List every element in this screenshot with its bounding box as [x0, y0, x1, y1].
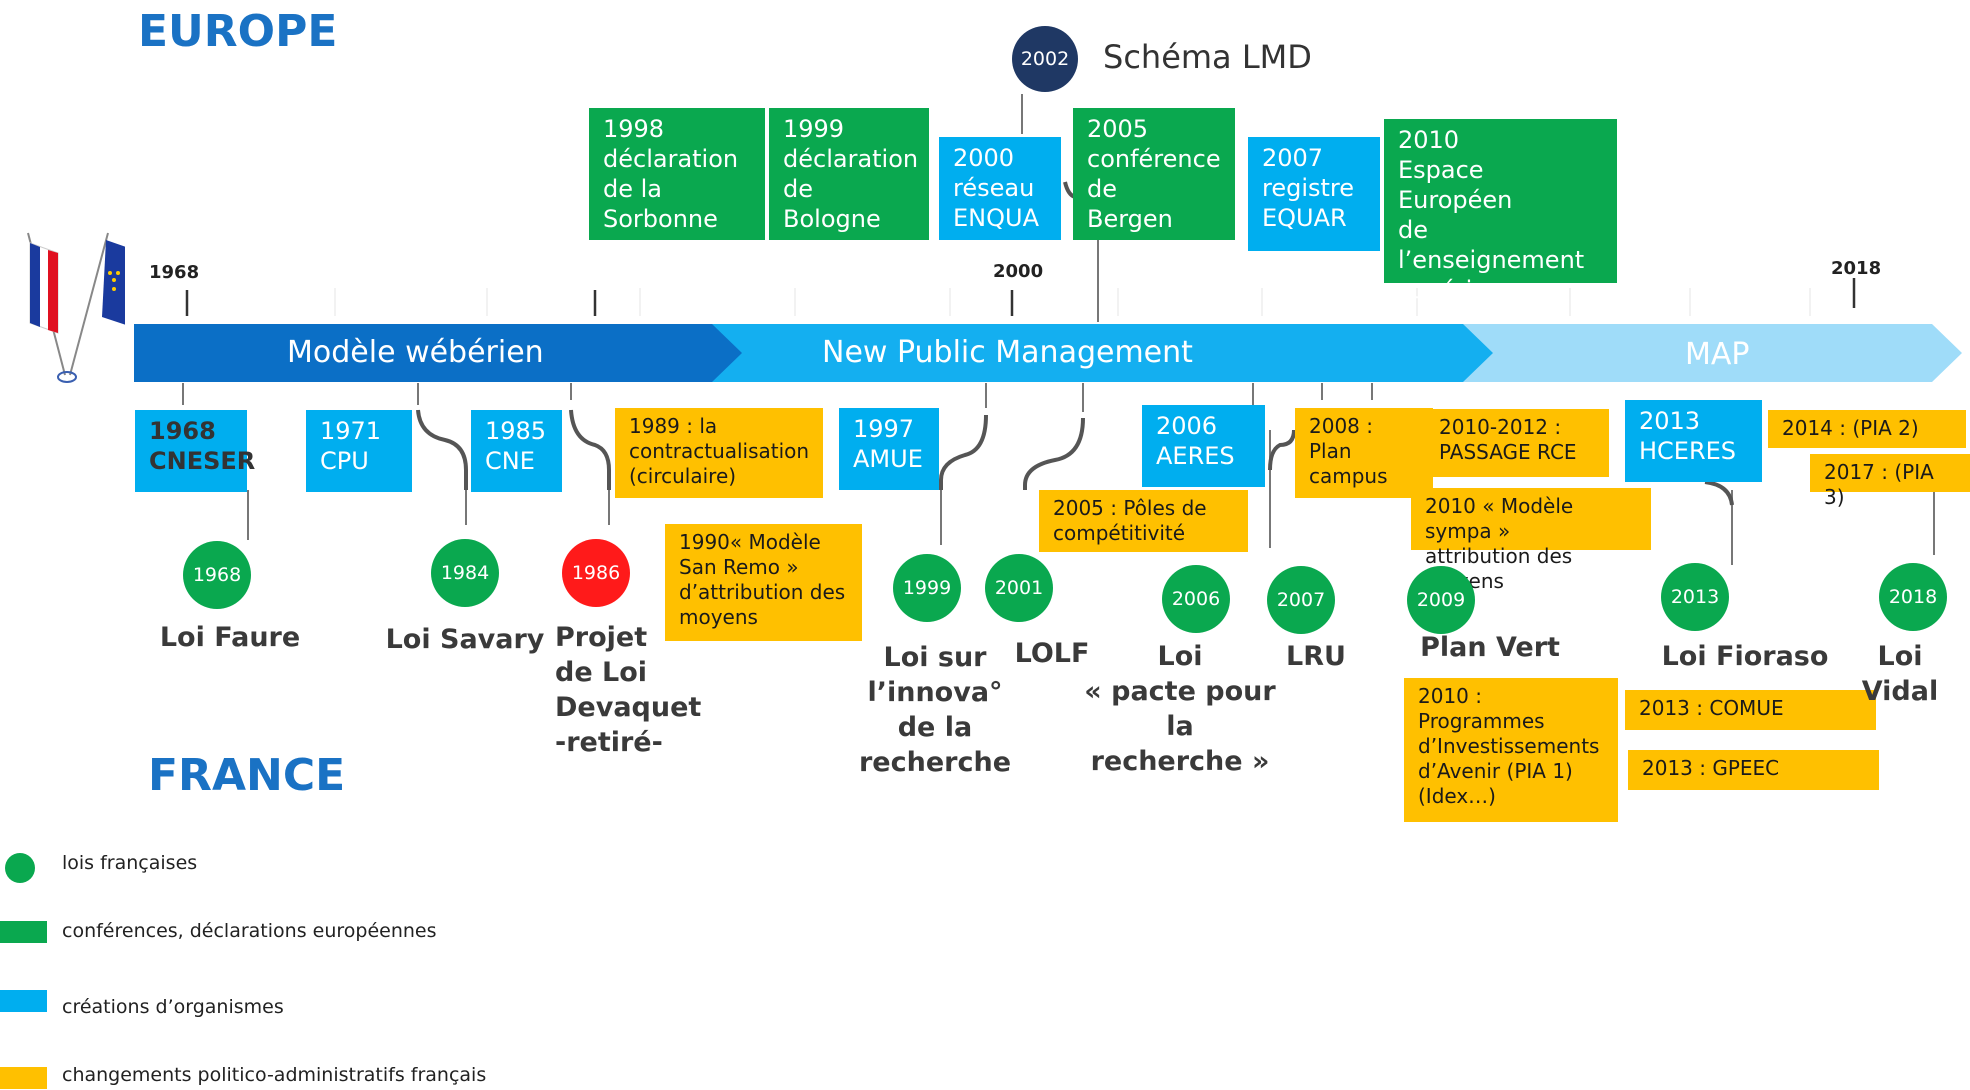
- era-shape-era3: [1460, 324, 1962, 382]
- law-name-lolf: LOLF: [1014, 638, 1090, 669]
- legend-label-organisms: créations d’organismes: [62, 996, 284, 1018]
- change-poles-competitivite: 2005 : Pôles de compétitivité: [1039, 490, 1248, 552]
- law-name-devaquet: Projet de Loi Devaquet -retiré-: [555, 622, 702, 759]
- change-san-remo: 1990« Modèle San Remo » d’attribution de…: [665, 524, 862, 641]
- lmd-label: Schéma LMD: [1103, 38, 1312, 76]
- organism-amue: 1997 AMUE: [839, 408, 939, 490]
- organism-hceres: 2013 HCERES: [1625, 400, 1762, 482]
- europe-event-bergen: 2005 conférence de Bergen: [1073, 108, 1235, 240]
- change-comue: 2013 : COMUE: [1625, 690, 1876, 730]
- change-rce: 2010-2012 : PASSAGE RCE: [1425, 409, 1609, 477]
- law-marker-2013: 2013: [1661, 563, 1729, 631]
- europe-event-equar: 2007 registre EQUAR: [1248, 137, 1380, 251]
- law-name-innovation: Loi sur l’innova° de la recherche: [858, 642, 1012, 779]
- organism-cne: 1985 CNE: [471, 410, 562, 492]
- region-title-europe: EUROPE: [138, 6, 338, 57]
- axis-year-start: 1968: [149, 262, 200, 283]
- flags-icon: [27, 232, 125, 383]
- law-name-savary: Loi Savary: [385, 624, 545, 655]
- legend-label-changes: changements politico-administratifs fran…: [62, 1064, 487, 1086]
- europe-event-enqua: 2000 réseau ENQUA: [939, 137, 1061, 240]
- change-plan-campus: 2008 : Plan campus: [1295, 408, 1433, 498]
- change-gpeec: 2013 : GPEEC: [1628, 750, 1879, 790]
- law-marker-2009: 2009: [1407, 566, 1475, 634]
- europe-event-ehea: 2010 Espace Européen de l’enseignement s…: [1384, 119, 1617, 304]
- law-name-pacte: Loi « pacte pour la recherche »: [1084, 641, 1276, 778]
- legend-label-conferences: conférences, déclarations européennes: [62, 920, 437, 942]
- law-marker-2007: 2007: [1267, 566, 1335, 634]
- change-modele-sympa: 2010 « Modèle sympa » attribution des mo…: [1411, 488, 1651, 593]
- era-shape-era1: [134, 324, 742, 382]
- law-marker-2006: 2006: [1162, 565, 1230, 633]
- axis-year-mid: 2000: [993, 261, 1044, 282]
- change-pia1: 2010 : Programmes d’Investissements d’Av…: [1404, 678, 1618, 822]
- era-label-weberian: Modèle wébérien: [287, 335, 544, 370]
- era-label-npm: New Public Management: [822, 335, 1193, 370]
- law-marker-2001: 2001: [985, 554, 1053, 622]
- timeline-axis: [185, 278, 1856, 316]
- era-shape-era2: [700, 324, 1493, 382]
- lmd-year-marker: 2002: [1012, 26, 1078, 92]
- europe-event-sorbonne: 1998 déclaration de la Sorbonne: [589, 108, 765, 240]
- law-name-faure: Loi Faure: [159, 622, 301, 653]
- era-label-map: MAP: [1685, 337, 1750, 372]
- europe-event-bologne: 1999 déclaration de Bologne: [769, 108, 929, 240]
- region-title-france: FRANCE: [148, 750, 346, 801]
- law-name-vidal: Loi Vidal: [1861, 641, 1939, 708]
- legend-swatch-laws: [5, 853, 35, 883]
- legend-swatch-organisms: [0, 990, 47, 1012]
- law-marker-1984: 1984: [431, 539, 499, 607]
- axis-year-end: 2018: [1831, 258, 1882, 279]
- legend-swatch-conferences: [0, 921, 47, 943]
- law-marker-2018: 2018: [1879, 563, 1947, 631]
- law-name-fioraso: Loi Fioraso: [1661, 641, 1829, 672]
- era-band: [134, 324, 1962, 382]
- legend-label-laws: lois françaises: [62, 852, 198, 874]
- change-pia2: 2014 : (PIA 2): [1768, 410, 1966, 448]
- law-marker-1986: 1986: [562, 539, 630, 607]
- law-name-lru: LRU: [1286, 641, 1346, 672]
- organism-cneser: 1968 CNESER: [135, 410, 255, 492]
- law-marker-1999: 1999: [893, 554, 961, 622]
- organism-aeres: 2006 AERES: [1142, 405, 1265, 487]
- organism-cpu: 1971 CPU: [306, 410, 412, 492]
- law-name-plan-vert: Plan Vert: [1420, 632, 1560, 663]
- law-marker-1968: 1968: [183, 541, 251, 609]
- change-pia3: 2017 : (PIA 3): [1810, 454, 1970, 509]
- change-contractualisation: 1989 : la contractualisation (circulaire…: [615, 408, 823, 498]
- legend-swatch-changes: [0, 1067, 47, 1089]
